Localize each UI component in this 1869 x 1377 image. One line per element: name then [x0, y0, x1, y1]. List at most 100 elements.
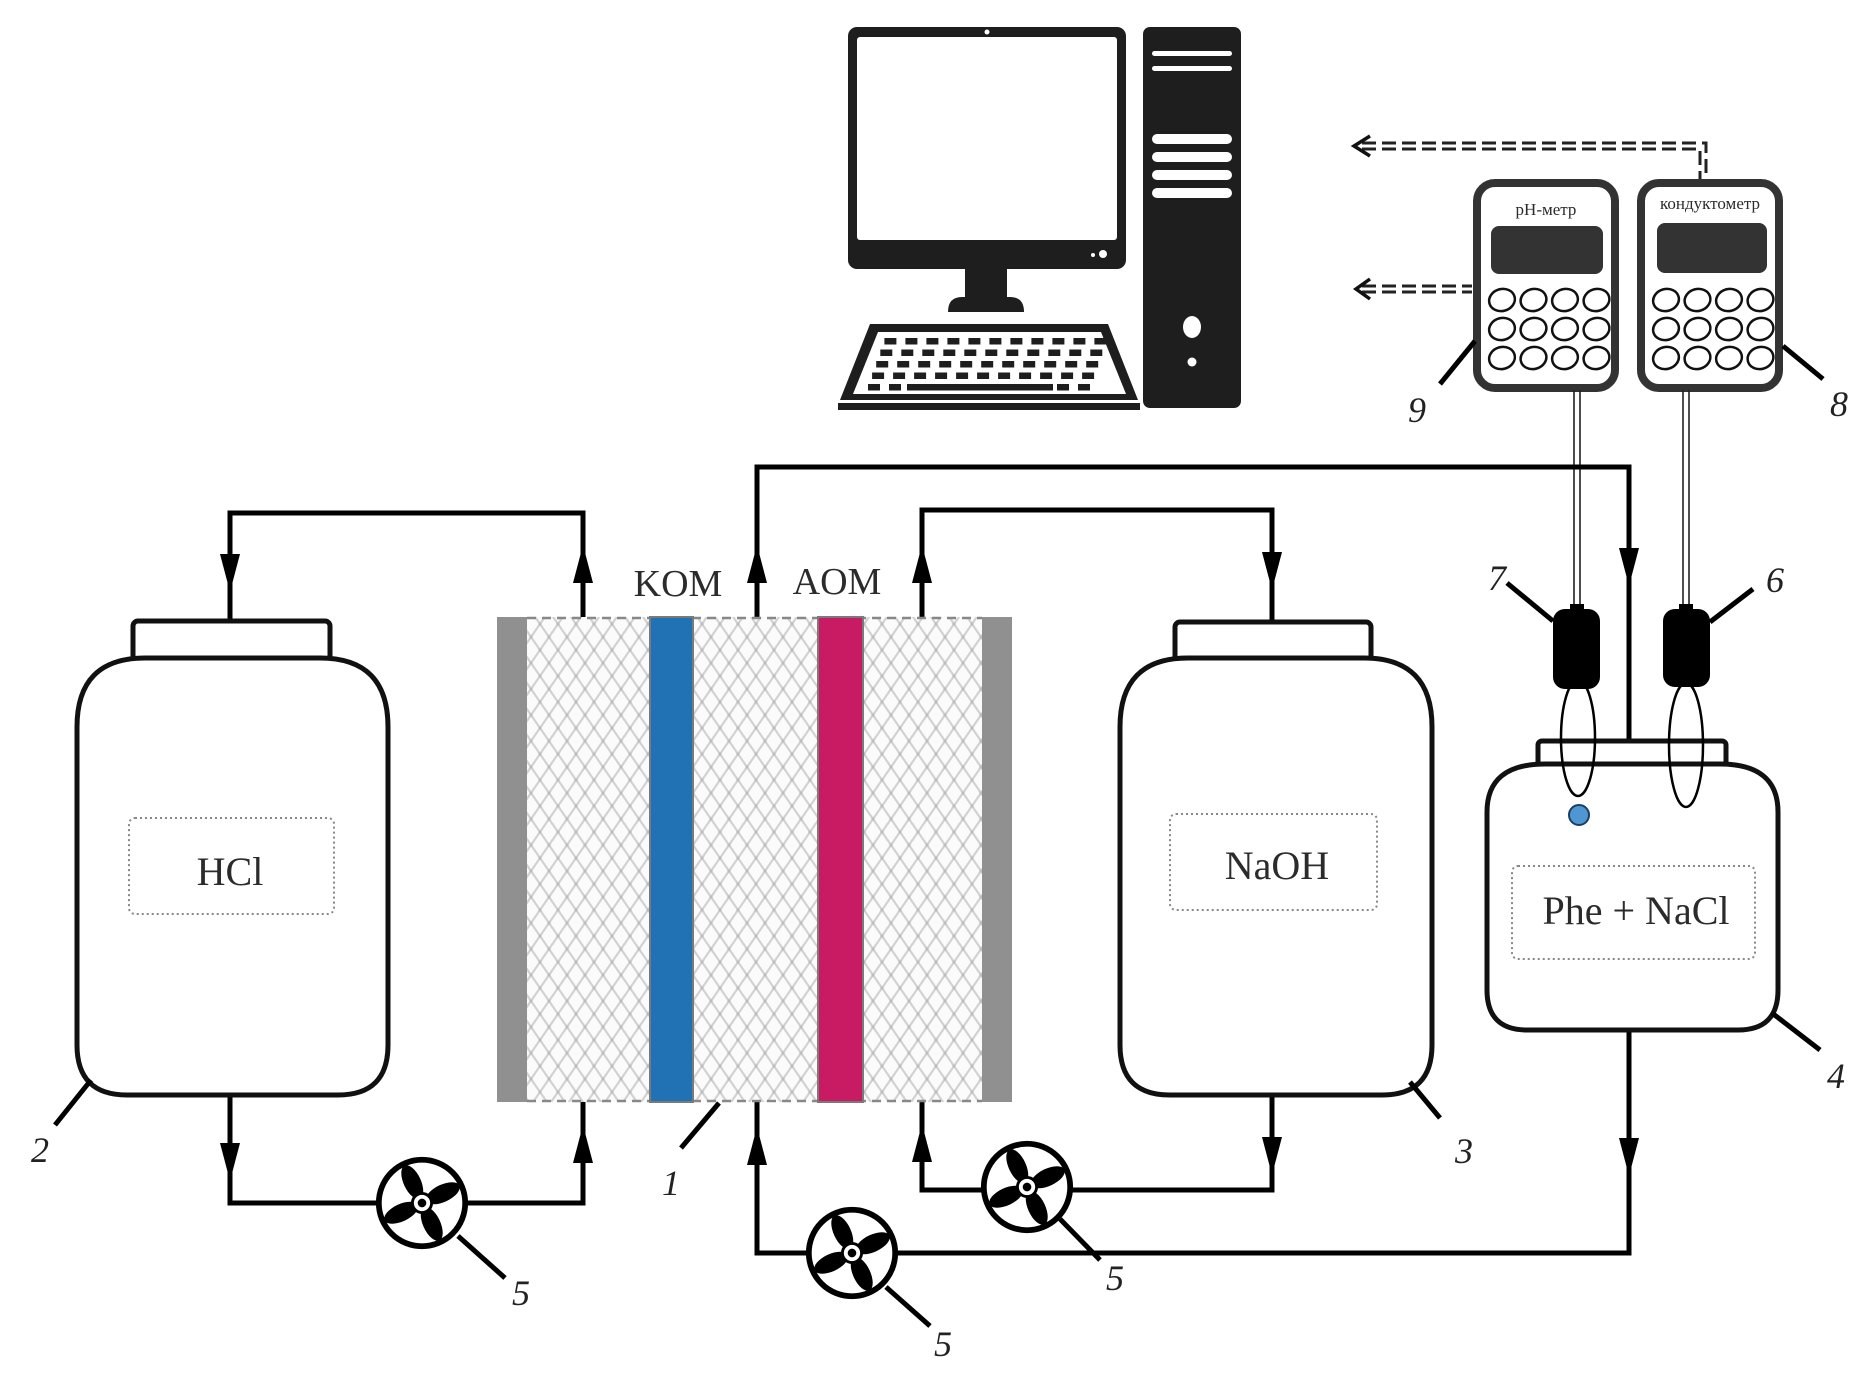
meter-button [1714, 316, 1744, 342]
keyboard-key [1002, 361, 1015, 368]
callout-5-hcl-pump: 5 [512, 1273, 530, 1313]
keyboard-key [1082, 372, 1095, 379]
meter-button [1582, 316, 1611, 342]
meter-button [1487, 287, 1517, 313]
pump-feed [809, 1210, 895, 1296]
callout-6: 6 [1766, 560, 1784, 600]
keyboard-key [1052, 338, 1065, 345]
hcl-loop [220, 510, 593, 1206]
keyboard-key [884, 338, 897, 345]
cond-probe-cable [1682, 390, 1690, 609]
callouts: 1 2 3 4 5 5 5 6 7 8 9 [31, 339, 1848, 1364]
keyboard-key [981, 361, 994, 368]
callout-2: 2 [31, 1130, 49, 1170]
meter-button [1487, 316, 1517, 342]
meter-button [1746, 316, 1775, 342]
ph-probe-cable [1573, 390, 1581, 609]
callout-1: 1 [662, 1163, 680, 1203]
keyboard-key [872, 372, 885, 379]
spacer-mesh [527, 617, 982, 1102]
keyboard-key [998, 372, 1011, 379]
keyboard-key [1057, 384, 1069, 391]
keyboard-key [1094, 338, 1107, 345]
feed-tank: Phe + NaCl [1484, 738, 1781, 1033]
meter-button [1487, 345, 1517, 371]
keyboard-key [1069, 349, 1082, 356]
keyboard-key [1023, 361, 1036, 368]
meter-button [1651, 316, 1681, 342]
cathode-electrode [982, 617, 1012, 1102]
ph-meter-label: pH-метр [1516, 200, 1577, 219]
callout-8: 8 [1830, 384, 1848, 424]
meter-button [1683, 287, 1712, 313]
meter-button [1582, 287, 1611, 313]
meter-button [1550, 345, 1580, 371]
meter-button [1651, 287, 1681, 313]
keyboard-key [897, 361, 910, 368]
keyboard-key [1006, 349, 1019, 356]
callout-5-naoh-pump: 5 [1106, 1258, 1124, 1298]
keyboard-key [1019, 372, 1032, 379]
callout-4: 4 [1827, 1056, 1845, 1096]
keyboard-key [876, 361, 889, 368]
conductivity-electrode [1663, 604, 1710, 809]
keyboard-key [893, 372, 906, 379]
aom-label: AOM [793, 561, 882, 603]
callout-7: 7 [1488, 558, 1508, 598]
hcl-tank: HCl [74, 618, 391, 1098]
meter-button [1714, 345, 1744, 371]
meter-button [1519, 287, 1548, 313]
kom-label: KOM [634, 563, 723, 605]
arrow-left-icon [1350, 134, 1371, 158]
meter-button [1582, 345, 1611, 371]
keyboard-key [1010, 338, 1023, 345]
computer [838, 27, 1241, 410]
keyboard-key [977, 372, 990, 379]
callout-5-feed-pump: 5 [934, 1324, 952, 1364]
keyboard-key [1040, 372, 1053, 379]
keyboard-key [922, 349, 935, 356]
keyboard-key [926, 338, 939, 345]
anode-electrode [497, 617, 527, 1102]
anion-exchange-membrane [817, 616, 864, 1103]
conductometer: кондуктометр [1637, 179, 1783, 392]
keyboard-key [914, 372, 927, 379]
keyboard-key [1048, 349, 1061, 356]
callout-9: 9 [1408, 390, 1426, 430]
system-unit [1143, 27, 1241, 408]
meter-button [1714, 287, 1744, 313]
keyboard-key [964, 349, 977, 356]
meter-button [1746, 345, 1775, 371]
meter-button [1550, 316, 1580, 342]
keyboard-key [1061, 372, 1074, 379]
keyboard-key [939, 361, 952, 368]
meter-button [1519, 316, 1548, 342]
keyboard-key [1065, 361, 1078, 368]
data-link-conductometer [1350, 134, 1708, 180]
keyboard-key [1090, 349, 1103, 356]
meter-button [1651, 345, 1681, 371]
meter-button [1746, 287, 1775, 313]
keyboard-key [947, 338, 960, 345]
conductometer-display [1657, 223, 1767, 273]
ph-meter: pH-метр [1473, 179, 1619, 392]
data-link-ph-meter [1352, 277, 1472, 301]
meter-button [1683, 345, 1712, 371]
feed-label: Phe + NaCl [1543, 888, 1730, 933]
keyboard [838, 324, 1140, 410]
keyboard-key [1027, 349, 1040, 356]
ph-electrode-bulb [1568, 804, 1590, 826]
conductometer-label: кондуктометр [1660, 194, 1760, 213]
hcl-label: HCl [197, 849, 264, 894]
naoh-label: NaOH [1225, 843, 1329, 888]
keyboard-key [989, 338, 1002, 345]
callout-3: 3 [1454, 1131, 1473, 1171]
keyboard-key [1044, 361, 1057, 368]
feed-loop [747, 464, 1639, 1256]
ph-electrode [1553, 604, 1600, 826]
keyboard-key [1086, 361, 1099, 368]
naoh-loop [912, 507, 1282, 1193]
cation-exchange-membrane [649, 616, 694, 1103]
keyboard-key [968, 338, 981, 345]
